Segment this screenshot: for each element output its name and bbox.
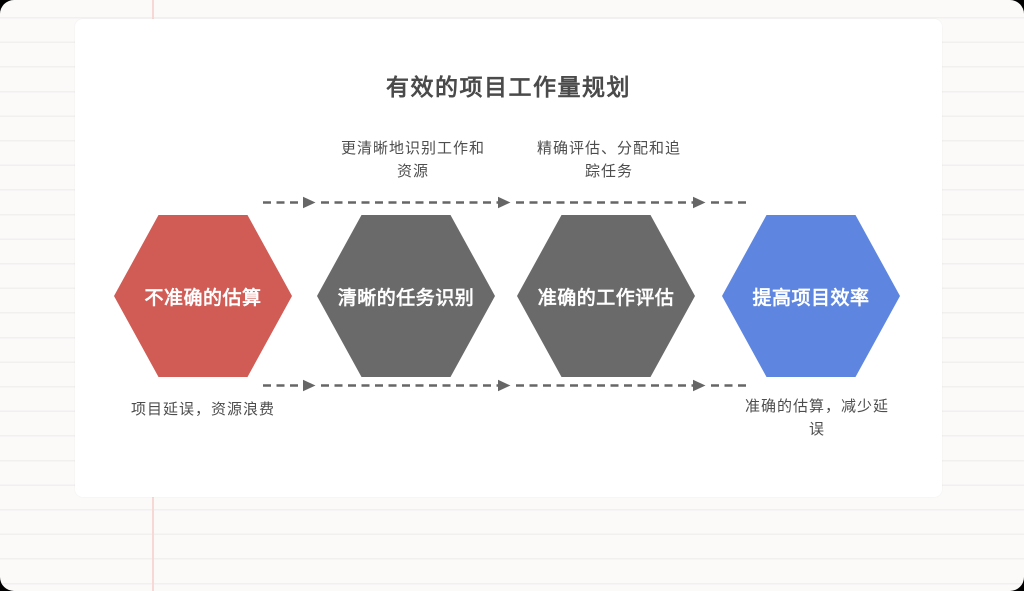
- outcome-label-right: 准确的估算，减少延 误: [744, 398, 889, 438]
- node-label: 准确的工作评估: [537, 287, 675, 309]
- node-label: 清晰的任务识别: [337, 287, 475, 309]
- arrowhead-icon: [303, 196, 316, 209]
- arrowhead-icon: [693, 196, 706, 209]
- dashed-arrow-bottom: [263, 379, 750, 392]
- node-label: 不准确的估算: [144, 287, 262, 309]
- hexagon-node-3: 准确的工作评估: [517, 215, 695, 377]
- transition-label-2: 精确评估、分配和追 踪任务: [536, 140, 681, 180]
- dashed-arrow-top: [263, 196, 750, 209]
- hexagon-node-4: 提高项目效率: [722, 215, 900, 377]
- diagram-title: 有效的项目工作量规划: [386, 74, 631, 100]
- arrowhead-icon: [303, 379, 316, 392]
- transition-label-1: 更清晰地识别工作和 资源: [340, 140, 485, 180]
- node-label: 提高项目效率: [752, 287, 870, 309]
- arrowhead-icon: [693, 379, 706, 392]
- outcome-label-left: 项目延误，资源浪费: [130, 401, 275, 418]
- arrowhead-icon: [498, 379, 511, 392]
- arrowhead-icon: [498, 196, 511, 209]
